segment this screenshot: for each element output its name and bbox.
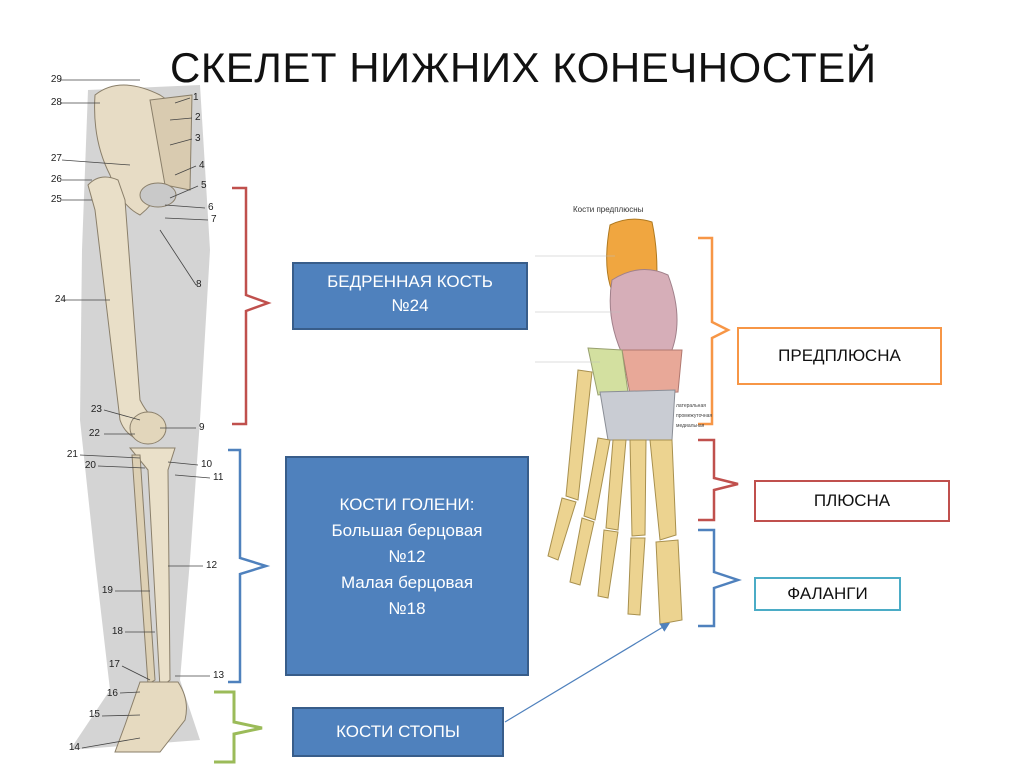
- tarsus-bracket: [698, 236, 731, 426]
- metatarsus-box: ПЛЮСНА: [754, 480, 950, 522]
- femur-bracket: [232, 186, 272, 426]
- cuboid-bone: [587, 347, 629, 396]
- leg-number-17: 17: [108, 659, 120, 670]
- tarsus-box-label: ПРЕДПЛЮСНА: [778, 346, 901, 365]
- leg-number-11: 11: [213, 472, 224, 483]
- phalanx-4: [569, 517, 595, 586]
- foot-small-label-2: промежуточная: [676, 413, 713, 419]
- talus-bone: [609, 269, 678, 361]
- leg-number-1: 1: [193, 92, 199, 103]
- leg-number-5: 5: [201, 180, 207, 191]
- metatarsal-5: [565, 369, 593, 501]
- leg-number-24: 24: [54, 294, 66, 305]
- leg-number-8: 8: [196, 279, 202, 290]
- leg-number-7: 7: [211, 214, 217, 225]
- leg-number-26: 26: [50, 174, 62, 185]
- leg-number-14: 14: [68, 742, 80, 753]
- phalanges-bracket: [698, 528, 742, 628]
- tibia-bone: [128, 447, 176, 689]
- shin-bracket: [228, 448, 271, 684]
- leg-number-3: 3: [195, 133, 201, 144]
- leg-number-9: 9: [199, 422, 205, 433]
- shin-box-line2: Большая берцовая: [331, 521, 483, 540]
- leg-number-18: 18: [111, 626, 123, 637]
- foot-bones-box: КОСТИ СТОПЫ: [292, 707, 504, 757]
- leg-number-6: 6: [208, 202, 214, 213]
- phalanx-3: [597, 529, 619, 599]
- foot-bracket: [214, 690, 263, 764]
- leg-number-13: 13: [213, 670, 225, 681]
- leg-number-25: 25: [50, 194, 62, 205]
- femur-box-line2: №24: [391, 296, 429, 315]
- leg-number-16: 16: [106, 688, 118, 699]
- page-title: СКЕЛЕТ НИЖНИХ КОНЕЧНОСТЕЙ: [170, 44, 877, 91]
- leg-number-22: 22: [88, 428, 100, 439]
- metatarsus-box-label: ПЛЮСНА: [813, 491, 891, 510]
- phalanx-2: [627, 537, 646, 616]
- metatarsal-2: [629, 439, 647, 537]
- foot-small-label-1: латеральная: [676, 403, 706, 409]
- phalanx-5: [547, 497, 577, 561]
- leg-number-23: 23: [90, 404, 102, 415]
- metatarsus-bracket: [698, 438, 739, 522]
- femur-box: БЕДРЕННАЯ КОСТЬ №24: [292, 262, 528, 330]
- fibula-bone: [131, 454, 156, 685]
- navicular-bone: [621, 349, 683, 395]
- shin-box-line4: Малая берцовая: [340, 573, 474, 592]
- shin-box-line1: КОСТИ ГОЛЕНИ:: [339, 495, 475, 514]
- foot-bones-box-label: КОСТИ СТОПЫ: [336, 722, 460, 741]
- leg-number-2: 2: [195, 112, 201, 123]
- leg-number-4: 4: [199, 160, 205, 171]
- leg-number-28: 28: [50, 97, 62, 108]
- foot-small-label-3: медиальная: [676, 423, 705, 429]
- foot-figure-caption: Кости предплюсны: [573, 205, 644, 214]
- phalanx-1: [655, 539, 683, 625]
- metatarsal-1: [649, 439, 677, 541]
- tarsus-box: ПРЕДПЛЮСНА: [737, 327, 942, 385]
- foot-arrow: [504, 622, 671, 723]
- shin-box-line3: №12: [388, 547, 426, 566]
- leg-number-10: 10: [201, 459, 213, 470]
- leg-number-19: 19: [101, 585, 113, 596]
- leg-number-15: 15: [88, 709, 100, 720]
- femur-box-line1: БЕДРЕННАЯ КОСТЬ: [327, 272, 493, 291]
- phalanges-box-label: ФАЛАНГИ: [787, 584, 868, 603]
- shin-box: КОСТИ ГОЛЕНИ: Большая берцовая №12 Малая…: [285, 456, 529, 676]
- leg-number-29: 29: [50, 74, 62, 85]
- leg-number-27: 27: [50, 153, 62, 164]
- leg-number-12: 12: [206, 560, 218, 571]
- leg-foot-bones: [114, 681, 187, 753]
- cuneiform-bones: [599, 389, 676, 441]
- metatarsal-3: [605, 439, 627, 531]
- leg-number-21: 21: [66, 449, 78, 460]
- shin-box-line5: №18: [388, 599, 426, 618]
- phalanges-box: ФАЛАНГИ: [754, 577, 901, 611]
- metatarsal-4: [583, 437, 611, 521]
- leg-number-20: 20: [84, 460, 96, 471]
